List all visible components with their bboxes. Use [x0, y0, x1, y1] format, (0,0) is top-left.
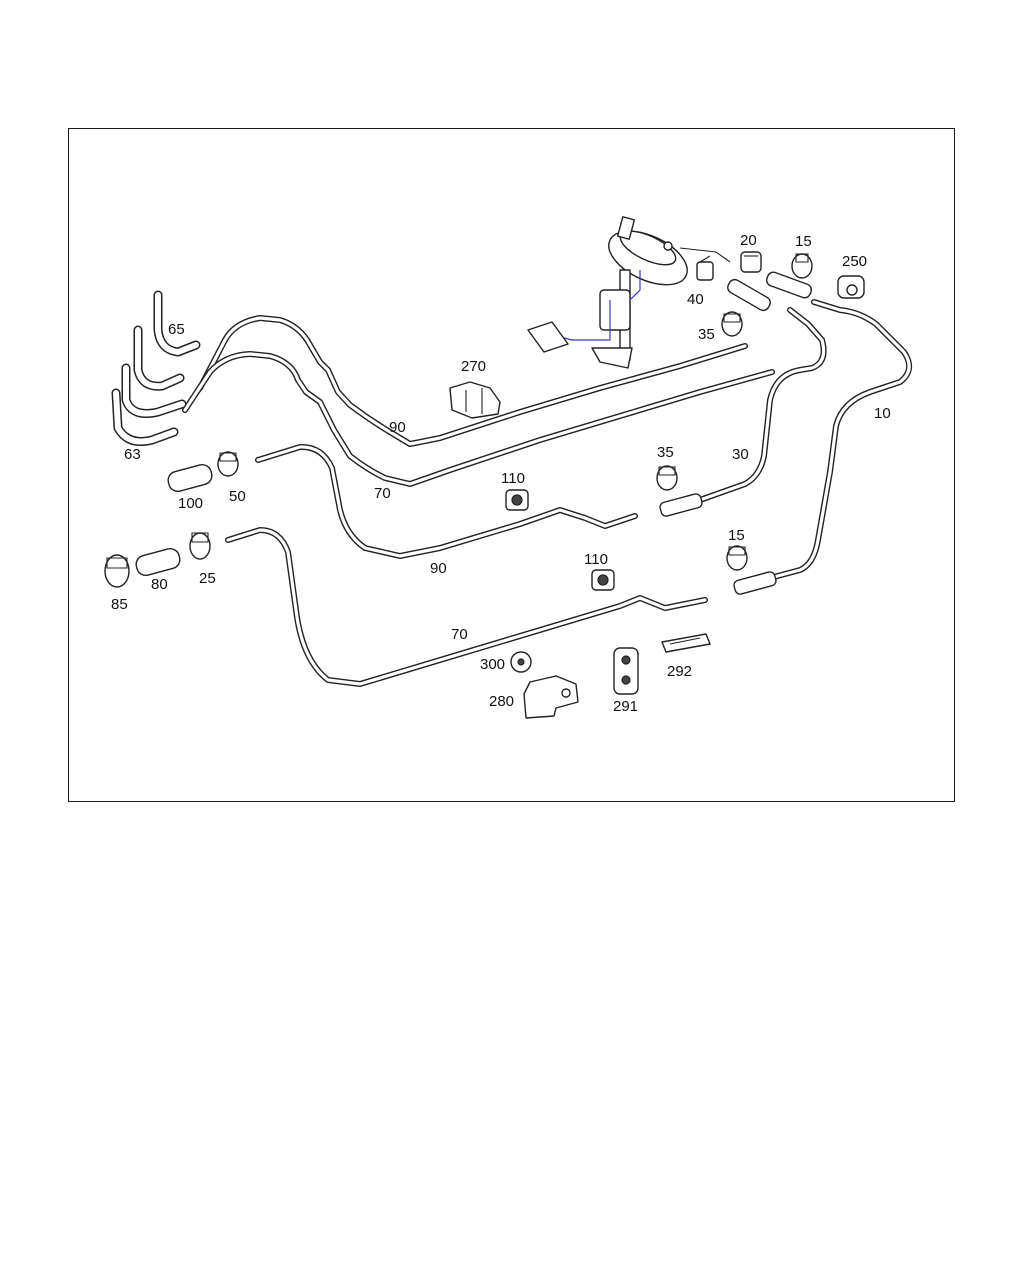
callout-70-upper: 70: [374, 485, 391, 502]
callout-63: 63: [124, 446, 141, 463]
clamp-15-mid: [726, 545, 748, 571]
hose-connector-top-left: [727, 271, 813, 312]
callout-292: 292: [667, 663, 692, 680]
grommet-110-lower: [591, 569, 615, 591]
fuel-line-90-upper: [197, 315, 748, 447]
callout-25: 25: [199, 570, 216, 587]
callout-20: 20: [740, 232, 757, 249]
callout-291: 291: [613, 698, 638, 715]
callout-100: 100: [178, 495, 203, 512]
callout-30: 30: [732, 446, 749, 463]
clamp-15-top: [791, 253, 813, 279]
callout-110-lower: 110: [584, 551, 608, 568]
callout-90-upper: 90: [389, 419, 406, 436]
fuel-sender-unit: [527, 216, 731, 369]
callout-15-top: 15: [795, 233, 812, 250]
callout-65: 65: [168, 321, 185, 338]
callout-280: 280: [489, 693, 514, 710]
callout-250: 250: [842, 253, 867, 270]
callout-80: 80: [151, 576, 168, 593]
bracket-280: [523, 675, 579, 719]
callout-labels: 10 15 15 20 25 30 35 35 40 50 63 65 70 7…: [111, 232, 891, 715]
callout-85: 85: [111, 596, 128, 613]
callout-270: 270: [461, 358, 486, 375]
clamp-50: [217, 451, 239, 477]
clamp-35-mid: [656, 465, 678, 491]
fuel-line-90-middle: [255, 443, 638, 559]
hose-piece-80: [135, 547, 181, 577]
hose-connector-30: [659, 493, 703, 517]
callout-10: 10: [874, 405, 891, 422]
clamp-25: [189, 532, 211, 560]
clamp-20: [740, 251, 762, 273]
hose-piece-100: [167, 463, 213, 493]
strip-292: [661, 633, 711, 653]
mount-250: [837, 275, 865, 299]
clamp-35-top: [721, 311, 743, 337]
callout-40: 40: [687, 291, 704, 308]
fuel-line-70-lower: [225, 527, 708, 687]
fuel-line-70-upper: [182, 351, 775, 487]
hose-connector-10: [733, 571, 777, 595]
clamp-85: [104, 554, 130, 588]
callout-50: 50: [229, 488, 246, 505]
clip-291: [613, 647, 639, 695]
callout-300: 300: [480, 656, 505, 673]
diagram-frame: [68, 128, 955, 802]
bracket-270: [449, 381, 501, 419]
flex-hose-63: [111, 363, 187, 446]
fuel-line-30: [697, 307, 827, 503]
callout-70-lower: 70: [451, 626, 468, 643]
flex-hose-65: [133, 290, 201, 391]
grommet-110-upper: [505, 489, 529, 511]
callout-35-mid: 35: [657, 444, 674, 461]
fuel-line-10: [767, 299, 913, 581]
callout-110-upper: 110: [501, 470, 525, 487]
callout-90-middle: 90: [430, 560, 447, 577]
callout-15-mid: 15: [728, 527, 745, 544]
clamp-300: [510, 651, 532, 673]
clamp-40: [696, 255, 714, 281]
callout-35-top: 35: [698, 326, 715, 343]
